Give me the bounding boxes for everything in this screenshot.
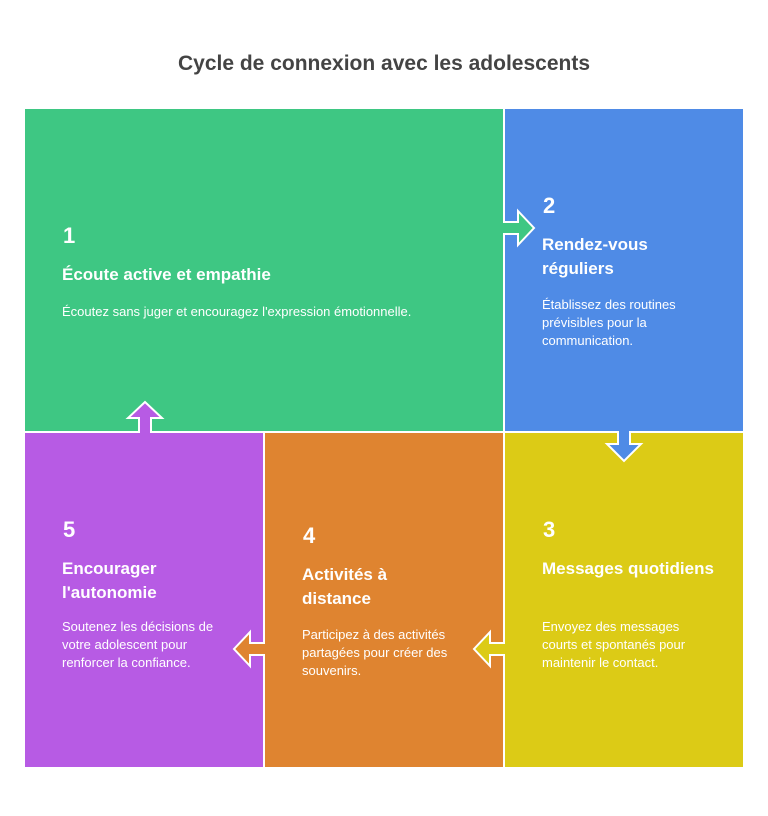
arrow-2-to-3-icon	[604, 431, 644, 463]
step-1-heading: Écoute active et empathie	[62, 265, 271, 284]
step-3-number: 3	[543, 517, 556, 542]
step-1-panel: 1 Écoute active et empathie Écoutez sans…	[25, 109, 503, 431]
arrow-4-to-5-icon	[232, 629, 265, 669]
step-3-panel: 3 Messages quotidiens Envoyez des messag…	[505, 433, 743, 767]
arrow-1-to-2-icon	[503, 208, 536, 248]
step-3-description: Envoyez des messages courts et spontanés…	[542, 619, 686, 670]
step-2-heading: Rendez-vous réguliers	[542, 235, 648, 278]
step-5-heading: Encourager l'autonomie	[62, 559, 157, 602]
step-5-panel: 5 Encourager l'autonomie Soutenez les dé…	[25, 433, 263, 767]
step-2-description: Établissez des routines prévisibles pour…	[542, 297, 676, 348]
step-4-number: 4	[303, 523, 316, 548]
step-1-description: Écoutez sans juger et encouragez l'expre…	[62, 304, 412, 319]
diagram-title: Cycle de connexion avec les adolescents	[177, 52, 591, 75]
step-3-heading: Messages quotidiens	[542, 559, 714, 578]
step-4-description: Participez à des activités partagées pou…	[302, 627, 448, 678]
step-5-number: 5	[63, 517, 76, 542]
step-2-number: 2	[543, 193, 556, 218]
step-5-description: Soutenez les décisions de votre adolesce…	[62, 619, 214, 670]
step-1-number: 1	[63, 223, 76, 248]
step-2-panel: 2 Rendez-vous réguliers Établissez des r…	[505, 109, 743, 431]
step-4-panel: 4 Activités à distance Participez à des …	[265, 433, 503, 767]
step-4-heading: Activités à distance	[302, 565, 388, 608]
arrow-3-to-4-icon	[472, 629, 505, 669]
arrow-5-to-1-icon	[125, 400, 165, 433]
